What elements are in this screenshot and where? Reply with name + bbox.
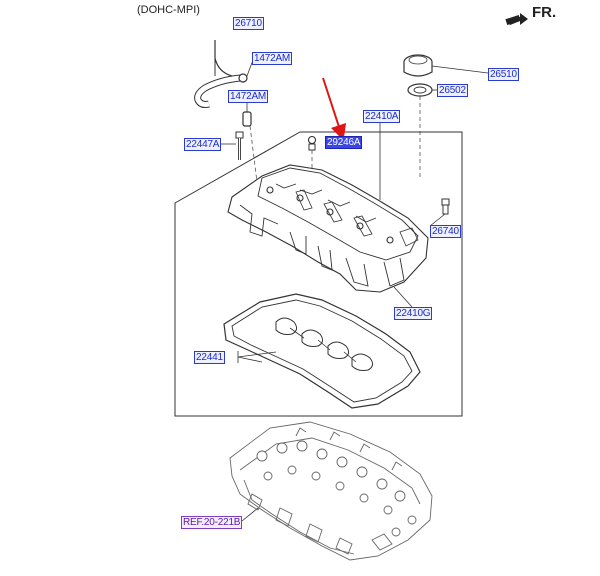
front-direction-label: FR. (532, 4, 557, 21)
callout-29246a[interactable]: 29246A (325, 136, 363, 149)
ref-leader (241, 507, 259, 522)
hose-clamp-upper (238, 59, 254, 83)
callout-1472am-lower[interactable]: 1472AM (228, 90, 269, 103)
callout-26740[interactable]: 26740 (430, 225, 461, 238)
callout-1472am-upper[interactable]: 1472AM (252, 52, 293, 65)
callout-26710[interactable]: 26710 (233, 17, 264, 30)
rocker-cover (227, 164, 429, 293)
engine-type-label: (DOHC-MPI) (137, 4, 200, 16)
red-indicator-arrow-icon (322, 77, 347, 141)
callout-22447a[interactable]: 22447A (184, 138, 222, 151)
callout-26502[interactable]: 26502 (437, 84, 468, 97)
callout-22410a[interactable]: 22410A (363, 110, 401, 123)
hose-clamp-lower (242, 100, 252, 127)
assembly-frame (174, 131, 463, 417)
oil-filler-cap (403, 54, 489, 77)
callout-22410g[interactable]: 22410G (394, 307, 433, 320)
valve-cover-gasket (223, 293, 421, 409)
seal-washer (307, 135, 317, 151)
cylinder-head (229, 421, 433, 561)
pcv-valve (429, 198, 450, 227)
front-direction-arrow-icon (505, 13, 528, 26)
callout-22441[interactable]: 22441 (194, 351, 225, 364)
callout-ref-20-221b[interactable]: REF.20-221B (181, 516, 243, 529)
stud-bolt (220, 131, 244, 160)
filler-cap-gasket (407, 83, 438, 97)
breather-hose (194, 40, 241, 108)
assembly-guide-lines (249, 96, 421, 191)
leader-lines (237, 121, 413, 363)
callout-26510[interactable]: 26510 (488, 68, 519, 81)
